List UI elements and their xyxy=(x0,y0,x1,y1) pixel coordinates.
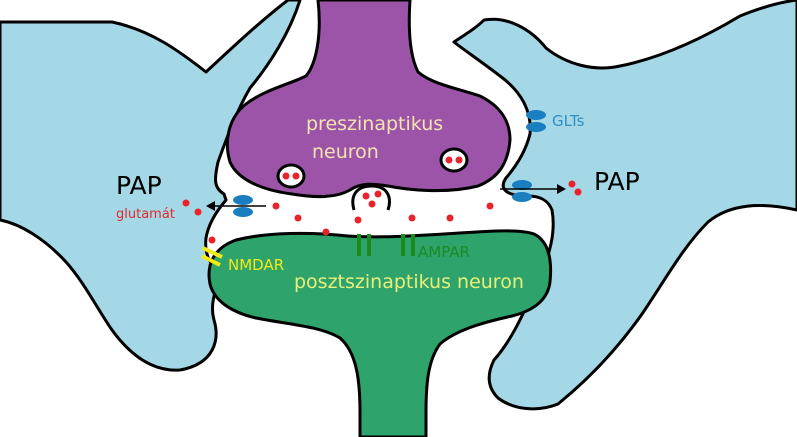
glutamate-molecule xyxy=(292,172,300,180)
glutamate-molecule xyxy=(368,200,376,208)
glutamate-molecule xyxy=(282,172,290,180)
glutamate-molecule xyxy=(354,216,362,224)
uptake-arrow-left xyxy=(206,201,266,211)
right-pap-process xyxy=(452,0,797,411)
glutamate-molecule xyxy=(445,156,453,164)
glutamate-molecule xyxy=(486,202,494,210)
glutamate-molecule xyxy=(446,214,454,222)
ampa-receptor-2 xyxy=(401,234,415,256)
glutamate-molecule xyxy=(568,180,576,188)
nmda-receptor xyxy=(201,246,223,267)
glutamate-molecule xyxy=(272,202,280,210)
glutamate-molecule xyxy=(374,190,382,198)
presynaptic-neuron xyxy=(225,0,512,199)
pap-left-label: PAP xyxy=(116,171,162,200)
pap-right-label: PAP xyxy=(594,167,640,196)
glt-transporter-top xyxy=(526,110,546,132)
glt-transporter-left xyxy=(233,195,253,217)
glutamate-molecule xyxy=(362,192,370,200)
cleft-glutamate xyxy=(182,180,582,244)
postsynaptic-neuron xyxy=(207,229,553,437)
ampar-label: AMPAR xyxy=(418,243,470,261)
uptake-arrow-right xyxy=(500,184,566,194)
vesicle-fusing xyxy=(351,184,391,211)
presynaptic-label-line1: preszinaptikus xyxy=(306,113,443,135)
glutamate-molecule xyxy=(408,214,416,222)
glutamate-molecule xyxy=(455,156,463,164)
glutamate-molecule xyxy=(182,199,190,207)
ampa-receptor-1 xyxy=(357,234,371,256)
postsynaptic-label: posztszinaptikus neuron xyxy=(294,271,524,293)
vesicle-left xyxy=(276,163,306,189)
glutamate-molecule xyxy=(194,208,202,216)
glts-label: GLTs xyxy=(552,112,585,130)
presynaptic-label-line2: neuron xyxy=(312,141,379,163)
glutamate-molecule xyxy=(574,188,582,196)
vesicle-right xyxy=(439,147,469,173)
left-pap-process xyxy=(0,0,302,372)
glutamate-molecule xyxy=(322,228,330,236)
glutamate-molecule xyxy=(294,214,302,222)
glt-transporter-right xyxy=(512,180,532,202)
glutamate-molecule xyxy=(208,236,216,244)
nmdar-label: NMDAR xyxy=(228,256,284,274)
glutamate-label: glutamát xyxy=(116,207,175,222)
